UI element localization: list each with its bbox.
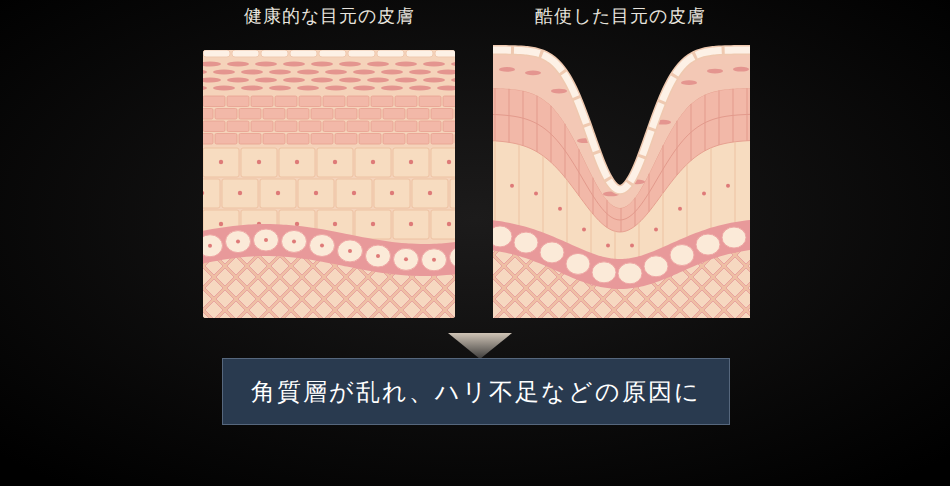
pointer-triangle <box>448 333 512 359</box>
result-box: 角質層が乱れ、ハリ不足などの原因に <box>222 358 730 425</box>
result-text: 角質層が乱れ、ハリ不足などの原因に <box>251 376 701 408</box>
healthy-skin <box>203 50 455 318</box>
panel-heading: 健康的な目元の皮膚 <box>244 4 415 28</box>
wrinkled-skin <box>493 50 750 318</box>
panel-heading: 酷使した目元の皮膚 <box>535 4 706 28</box>
